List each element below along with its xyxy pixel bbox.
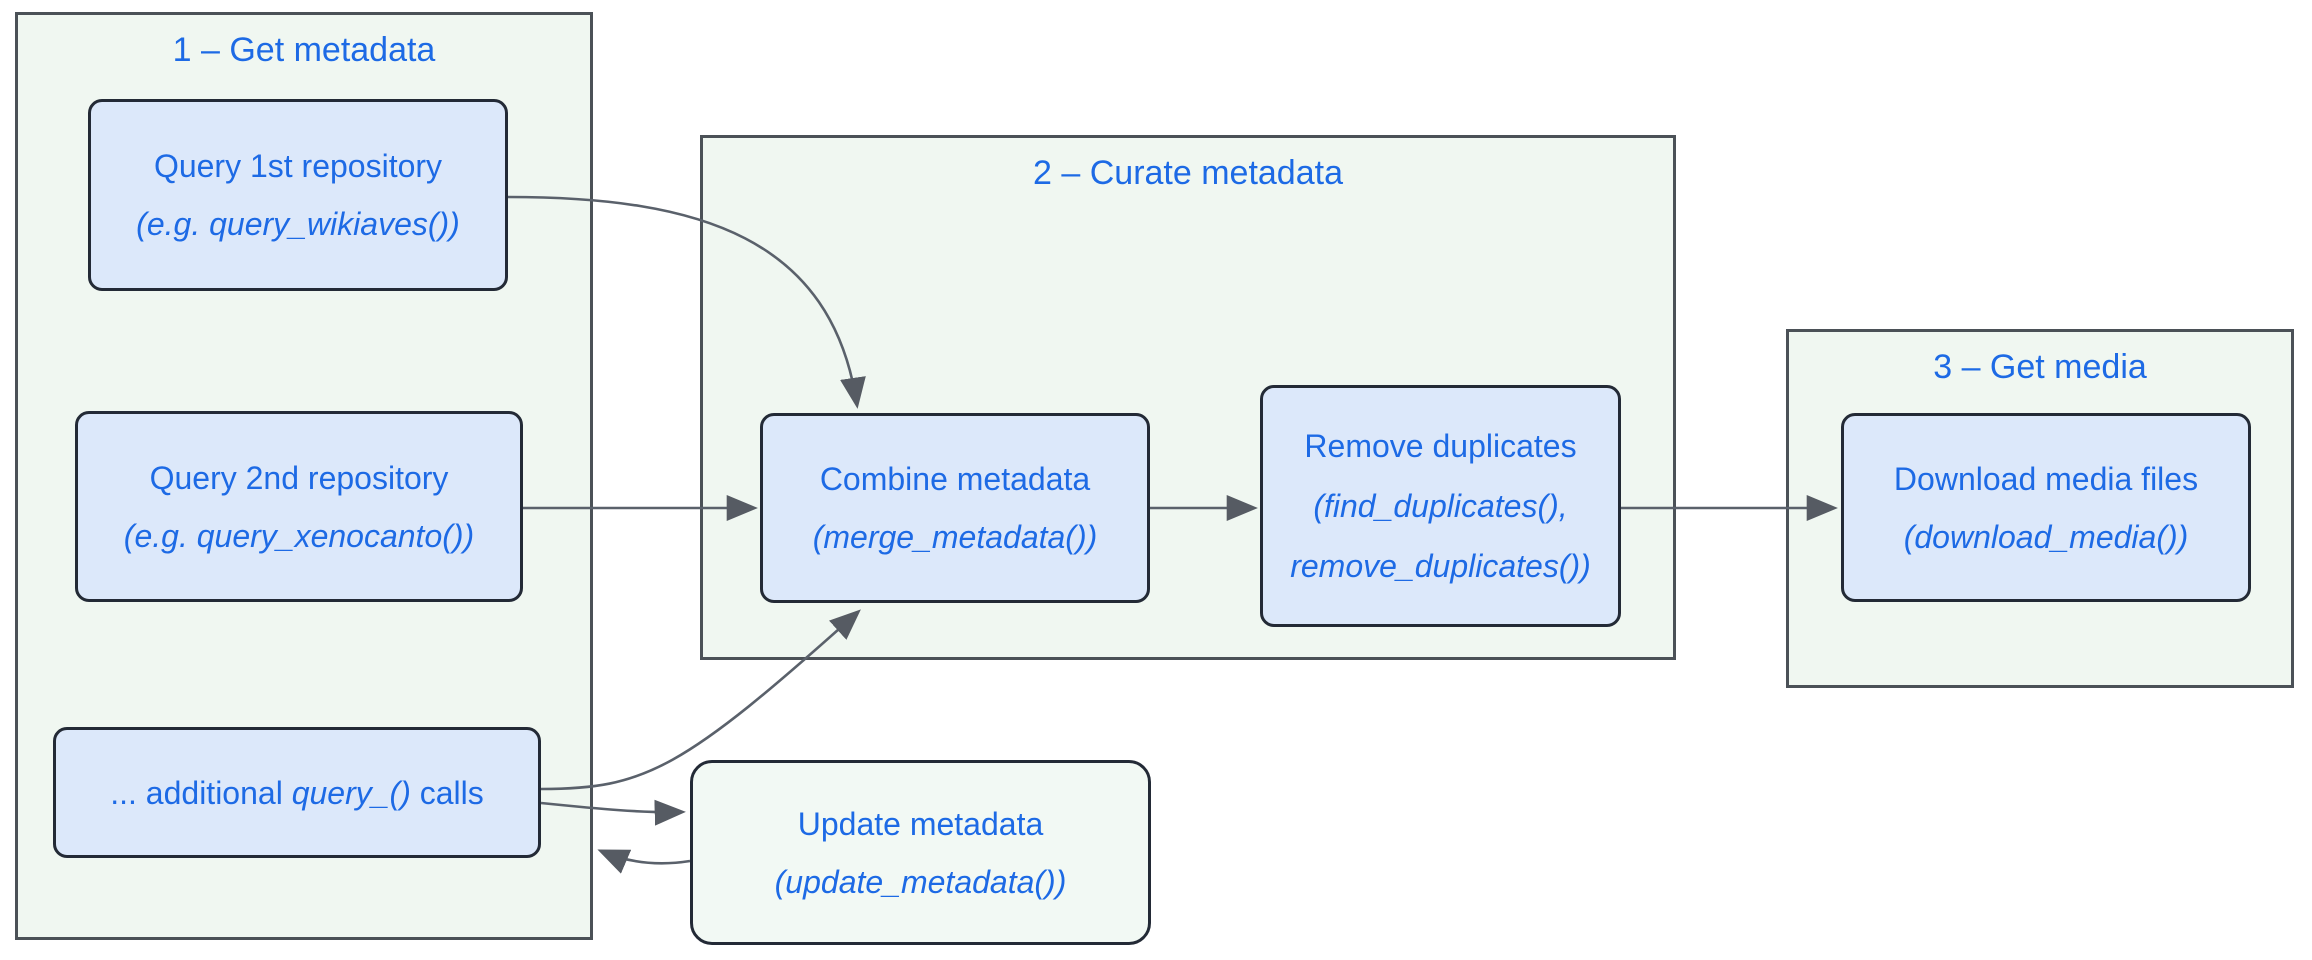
- node-additional-query-calls: ... additional query_() calls: [53, 727, 541, 858]
- node-remove-duplicates: Remove duplicates (find_duplicates(), re…: [1260, 385, 1621, 627]
- node-function-label: (e.g. query_xenocanto()): [123, 517, 475, 554]
- node-function-label: remove_duplicates()): [1290, 548, 1591, 584]
- node-label: ... additional query_() calls: [110, 764, 484, 822]
- node-label-prefix: ... additional: [110, 774, 292, 811]
- node-label: Download media files: [1893, 460, 2199, 497]
- node-function-label: query_(): [291, 774, 411, 811]
- node-function-label: (download_media()): [1903, 518, 2189, 555]
- group-curate-metadata-title: 2 – Curate metadata: [1033, 154, 1343, 192]
- node-query-2nd-repository: Query 2nd repository (e.g. query_xenocan…: [75, 411, 523, 602]
- node-label: Update metadata: [797, 805, 1044, 842]
- node-function-label: (find_duplicates(),: [1313, 488, 1568, 524]
- edge-update-to-additional: [597, 849, 691, 874]
- group-get-media-title: 3 – Get media: [1933, 348, 2147, 386]
- node-function-label: (e.g. query_wikiaves()): [136, 206, 460, 242]
- node-function-label: (merge_metadata()): [812, 519, 1098, 555]
- node-combine-metadata: Combine metadata (merge_metadata()): [760, 413, 1150, 603]
- node-function-label: (update_metadata()): [774, 863, 1067, 900]
- group-get-metadata-title: 1 – Get metadata: [172, 31, 436, 69]
- node-query-1st-repository: Query 1st repository (e.g. query_wikiave…: [88, 99, 508, 291]
- node-label: Remove duplicates: [1304, 428, 1577, 464]
- node-label: Query 2nd repository: [149, 459, 449, 496]
- node-download-media-files: Download media files (download_media()): [1841, 413, 2251, 602]
- node-update-metadata: Update metadata (update_metadata()): [690, 760, 1151, 945]
- node-label: Query 1st repository: [153, 148, 443, 184]
- node-label-suffix: calls: [410, 774, 484, 811]
- node-label: Combine metadata: [819, 461, 1091, 497]
